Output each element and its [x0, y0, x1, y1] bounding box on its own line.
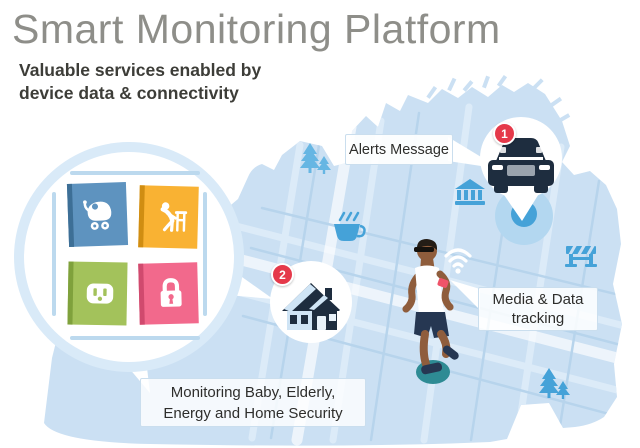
monitoring-label-line-1: Monitoring Baby, Elderly, — [170, 383, 336, 401]
media-label-line-2: tracking — [511, 310, 565, 327]
alerts-message-text: Alerts Message — [349, 141, 449, 158]
monitoring-services-label: Monitoring Baby, Elderly, Energy and Hom… — [140, 378, 366, 427]
pine-trees-icon — [300, 143, 331, 174]
padlock-icon — [160, 277, 182, 307]
bracket-line-bottom — [70, 336, 200, 340]
service-tile-baby — [66, 181, 129, 248]
fitness-armband — [437, 278, 449, 288]
house-icon — [282, 283, 340, 330]
pier-marks — [426, 74, 571, 123]
monitoring-label-line-2: Energy and Home Security — [163, 404, 343, 422]
pine-trees-icon — [539, 368, 570, 399]
home-alert-badge: 2 — [271, 263, 294, 286]
bracket-line-right — [203, 192, 207, 316]
page-title: Smart Monitoring Platform — [12, 6, 501, 52]
subtitle-line-2: device data & connectivity — [19, 83, 239, 103]
bracket-line-top — [70, 171, 200, 175]
elderly-walker-icon — [160, 202, 188, 232]
coffee-cup-icon — [334, 211, 366, 241]
car-alert-badge: 1 — [493, 122, 516, 145]
bank-icon — [455, 179, 485, 205]
runner-figure — [402, 239, 459, 375]
roadblock-icon — [565, 244, 597, 267]
sunglasses — [414, 247, 434, 252]
service-tile-elderly — [138, 185, 199, 249]
bracket-line-left — [52, 192, 56, 316]
power-outlet-icon — [86, 283, 114, 304]
service-tile-security — [138, 262, 199, 325]
service-tile-energy — [67, 261, 128, 326]
page-subtitle: Valuable services enabled by device data… — [19, 59, 261, 105]
services-bubble — [24, 152, 234, 362]
wifi-icon — [444, 248, 472, 274]
media-data-tracking-label: Media & Data tracking — [478, 287, 598, 331]
baby-stroller-icon — [83, 199, 112, 230]
media-pointer — [450, 280, 480, 310]
subtitle-line-1: Valuable services enabled by — [19, 60, 262, 80]
media-label-line-1: Media & Data — [492, 291, 584, 308]
alerts-message-label: Alerts Message — [345, 134, 453, 165]
